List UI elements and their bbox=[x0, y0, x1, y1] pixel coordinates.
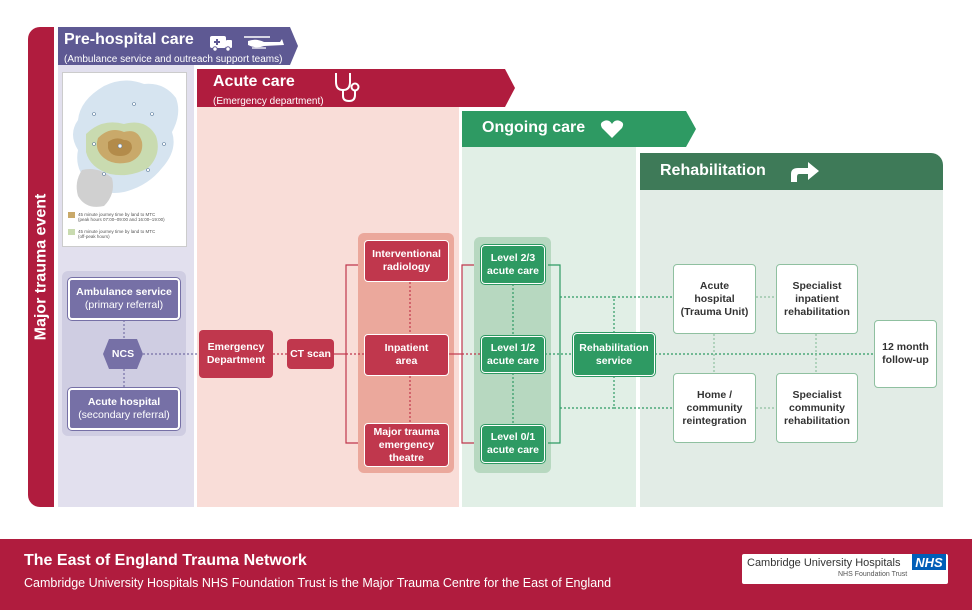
theatre-line-1: Major trauma bbox=[373, 425, 440, 438]
logo-foundation-trust: NHS Foundation Trust bbox=[838, 571, 908, 578]
stethoscope-icon bbox=[335, 73, 360, 103]
rehab-service-line-1: Rehabilitation bbox=[579, 341, 649, 354]
rehabilitation-title: Rehabilitation bbox=[660, 162, 766, 179]
turn-arrow-icon bbox=[791, 162, 819, 182]
interventional-radiology-box: Interventional radiology bbox=[364, 240, 449, 282]
acute-hospital-trauma-unit-box: Acute hospital (Trauma Unit) bbox=[673, 264, 756, 334]
level-1-2-box: Level 1/2 acute care bbox=[481, 336, 545, 373]
ongoing-care-banner: Ongoing care bbox=[462, 111, 696, 147]
logo-trust-name: Cambridge University Hospitals bbox=[747, 557, 901, 569]
legend-line-2: (peak hours 07:00–09:00 and 16:00–19:00) bbox=[78, 217, 165, 222]
acute-hospital-referral-box: Acute hospital (secondary referral) bbox=[68, 388, 180, 430]
major-trauma-theatre-box: Major trauma emergency theatre bbox=[364, 423, 449, 467]
acute-hosp-line-1: Acute bbox=[699, 279, 730, 292]
nhs-logo: NHS bbox=[912, 554, 946, 570]
legend-line-1: 45 minute journey time by land to MTC bbox=[78, 212, 156, 217]
level-1-2-line-1: Level 1/2 bbox=[490, 341, 536, 354]
legend-line-4: (off-peak hours) bbox=[78, 234, 110, 239]
pre-hospital-title: Pre-hospital care bbox=[64, 31, 194, 48]
major-trauma-bar bbox=[28, 27, 54, 507]
ambulance-helicopter-icon bbox=[210, 36, 284, 52]
level-0-1-line-2: acute care bbox=[487, 444, 539, 456]
ct-scan-box: CT scan bbox=[287, 339, 334, 369]
acute-hosp-line-3: (Trauma Unit) bbox=[680, 305, 749, 318]
level-2-3-box: Level 2/3 acute care bbox=[481, 245, 545, 284]
connector-lines bbox=[123, 264, 874, 444]
specialist-inpatient-rehab-box: Specialist inpatient rehabilitation bbox=[776, 264, 858, 334]
spec-inpatient-line-3: rehabilitation bbox=[784, 305, 850, 318]
level-0-1-line-1: Level 0/1 bbox=[490, 431, 536, 443]
followup-line-2: follow-up bbox=[882, 354, 929, 366]
level-2-3-line-1: Level 2/3 bbox=[490, 251, 536, 264]
spec-community-line-1: Specialist bbox=[792, 388, 842, 401]
rehab-service-line-2: service bbox=[595, 354, 633, 367]
inpatient-line-1: Inpatient bbox=[384, 342, 429, 354]
acute-hosp-line-2: hospital bbox=[694, 292, 735, 305]
acute-care-banner: Acute care (Emergency department) bbox=[197, 69, 515, 107]
home-line-1: Home / bbox=[696, 388, 732, 401]
home-line-3: reintegration bbox=[682, 414, 747, 427]
footer-title: The East of England Trauma Network bbox=[24, 552, 307, 569]
legend-swatch-offpeak bbox=[68, 229, 75, 235]
ct-scan-label: CT scan bbox=[290, 347, 331, 360]
acute-hospital-referral-title: Acute hospital bbox=[87, 396, 161, 408]
level-2-3-line-2: acute care bbox=[487, 264, 539, 277]
level-1-2-line-2: acute care bbox=[487, 354, 539, 367]
spec-inpatient-line-1: Specialist bbox=[792, 279, 842, 292]
ncs-node bbox=[103, 339, 143, 369]
spec-community-line-3: rehabilitation bbox=[784, 414, 850, 427]
legend-line-3: 45 minute journey time by land to MTC bbox=[78, 229, 156, 234]
spec-inpatient-line-2: inpatient bbox=[795, 292, 839, 305]
legend-swatch-peak bbox=[68, 212, 75, 218]
home-community-box: Home / community reintegration bbox=[673, 373, 756, 443]
theatre-line-3: theatre bbox=[388, 451, 424, 464]
ir-line-1: Interventional bbox=[372, 248, 441, 260]
acute-hospital-referral-sub: (secondary referral) bbox=[78, 409, 170, 421]
ir-line-2: radiology bbox=[382, 261, 431, 273]
acute-care-subtitle: (Emergency department) bbox=[213, 96, 324, 107]
ambulance-service-sub: (primary referral) bbox=[84, 299, 164, 311]
spec-community-line-2: community bbox=[788, 401, 845, 414]
home-line-2: community bbox=[686, 401, 743, 414]
twelve-month-followup-box: 12 month follow-up bbox=[874, 320, 937, 388]
ed-line-1: Emergency bbox=[207, 341, 265, 353]
rehabilitation-banner: Rehabilitation bbox=[640, 153, 943, 190]
inpatient-line-2: area bbox=[395, 355, 418, 367]
ncs-label: NCS bbox=[111, 347, 135, 360]
specialist-community-rehab-box: Specialist community rehabilitation bbox=[776, 373, 858, 443]
ambulance-service-box: Ambulance service (primary referral) bbox=[68, 278, 180, 320]
footer-subtitle: Cambridge University Hospitals NHS Found… bbox=[24, 576, 612, 590]
acute-care-title: Acute care bbox=[213, 73, 295, 90]
level-0-1-box: Level 0/1 acute care bbox=[481, 425, 545, 463]
heart-icon bbox=[600, 120, 624, 138]
ed-line-2: Department bbox=[206, 354, 266, 366]
ambulance-service-title: Ambulance service bbox=[76, 286, 172, 298]
ongoing-care-title: Ongoing care bbox=[482, 119, 586, 136]
inpatient-area-box: Inpatient area bbox=[364, 334, 449, 376]
rehabilitation-service-box: Rehabilitation service bbox=[573, 333, 655, 376]
regional-map-image bbox=[73, 80, 179, 207]
emergency-department-box: Emergency Department bbox=[199, 330, 273, 378]
followup-line-1: 12 month bbox=[882, 341, 929, 353]
theatre-line-2: emergency bbox=[378, 438, 435, 451]
pre-hospital-subtitle: (Ambulance service and outreach support … bbox=[64, 54, 283, 65]
